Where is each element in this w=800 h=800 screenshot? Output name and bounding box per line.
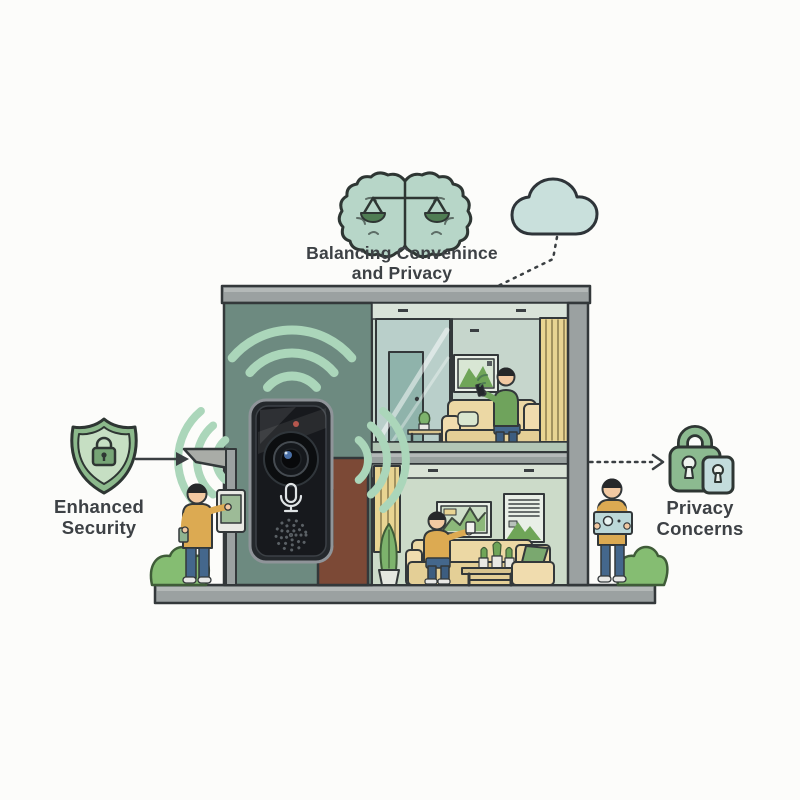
title-line-2: and Privacy [351, 263, 453, 284]
pillow [457, 411, 479, 427]
doorbell-device [248, 398, 334, 564]
security-line-2: Security [61, 517, 137, 539]
status-led [293, 421, 299, 427]
upper-room [371, 302, 569, 453]
smartphone [475, 382, 486, 397]
outdoor-person-laptop [593, 478, 633, 583]
balance-scale-icon [360, 196, 450, 223]
mic-icon [279, 482, 303, 513]
label-privacy-concerns: Privacy Concerns [640, 497, 760, 540]
privacy-line-2: Concerns [656, 518, 744, 540]
brain-balance-icon [337, 171, 473, 259]
visitor-figure [178, 483, 232, 584]
privacy-locks-icon [668, 425, 735, 495]
security-arrow [134, 452, 189, 466]
armchair [511, 544, 555, 586]
artwork-lines-mountain [503, 493, 545, 543]
wifi-signal-right [354, 407, 410, 513]
ceiling-light-icon [470, 329, 479, 332]
laptop [593, 511, 633, 535]
phone-wifi-icon [477, 373, 488, 381]
entry-awning [182, 447, 230, 470]
label-enhanced-security: Enhanced Security [35, 496, 163, 539]
security-line-1: Enhanced [53, 496, 144, 517]
wifi-signal-top [227, 325, 357, 392]
ground-platform [153, 583, 657, 605]
cloud-connection-line [496, 235, 559, 288]
shield-lock-icon [70, 417, 138, 495]
glass-wall [375, 318, 451, 444]
privacy-line-1: Privacy [666, 497, 734, 518]
ceiling-light-icon [398, 309, 408, 312]
title-balancing-convenience-privacy: Balancing Convenince and Privacy [242, 243, 562, 284]
floor-divider [369, 451, 571, 465]
potted-plant [378, 523, 400, 586]
coffee-table [461, 541, 519, 587]
right-wall [566, 301, 590, 587]
ceiling-light-icon [516, 309, 526, 312]
roof [220, 284, 592, 305]
ceiling-light-icon [428, 469, 438, 472]
ceiling-light-icon [524, 469, 534, 472]
camera-lens [263, 431, 319, 487]
privacy-arrow [588, 453, 665, 471]
cloud-icon [510, 177, 599, 236]
curtain-upper [539, 317, 569, 443]
speaker-grille-icon [274, 518, 308, 552]
title-line-1: Balancing Convenince [306, 243, 498, 263]
resident-lower-figure [423, 511, 476, 585]
cup [465, 521, 476, 534]
